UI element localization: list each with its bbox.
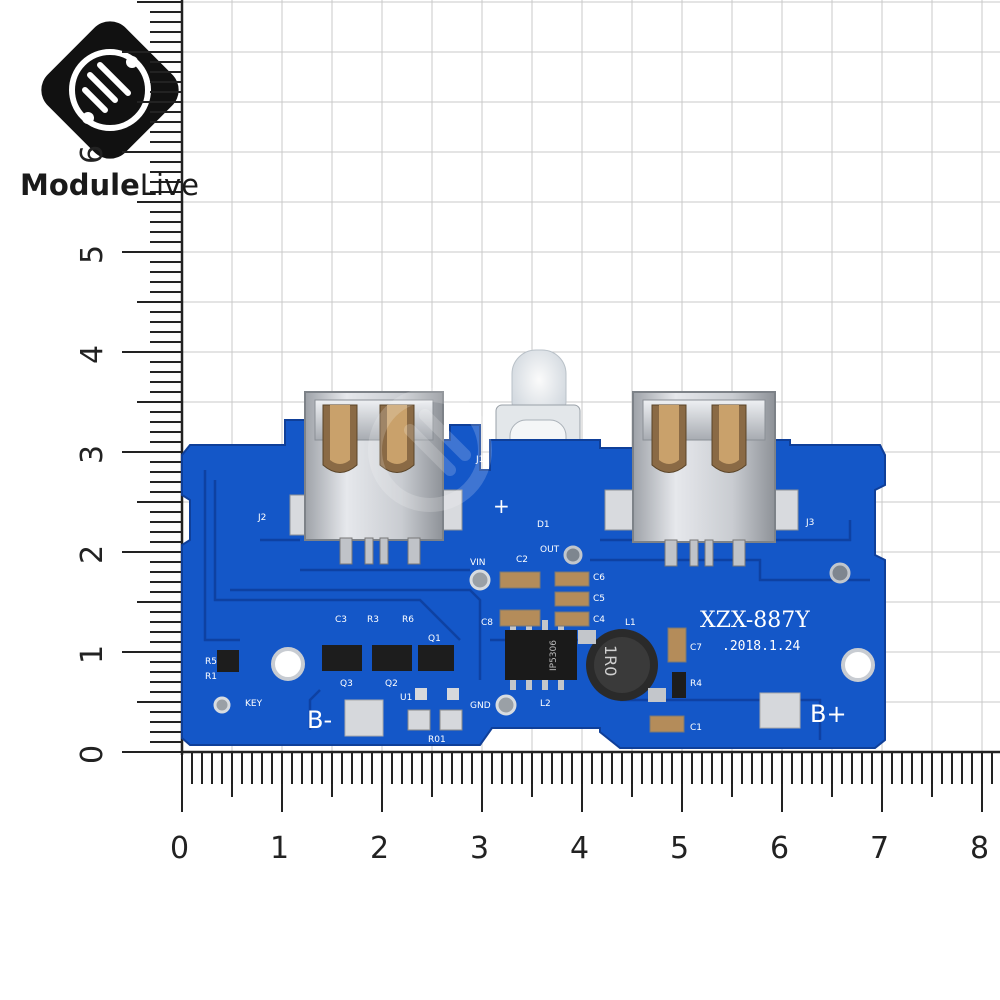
designator-label: R6: [402, 615, 414, 625]
designator-label: C2: [516, 555, 528, 565]
components: [217, 571, 687, 733]
designator-label: VIN: [470, 558, 486, 568]
designator-label: J1: [475, 455, 484, 465]
designator-label: KEY: [245, 699, 263, 709]
designator-label: C1: [690, 723, 702, 733]
watermark-logo: [368, 388, 492, 512]
horizontal-ruler: 0 1 2 3 4 5 6 7 8: [170, 750, 1000, 866]
designator-label: C4: [593, 615, 605, 625]
model-label: XZX-887Y: [700, 608, 810, 633]
silkscreen-labels: XZX-887Y .2018.1.24 B- B+ + 1R0 IP5306: [307, 494, 847, 734]
ruler-x-label: 0: [170, 831, 189, 866]
designator-label: R3: [367, 615, 379, 625]
ruler-x-label: 6: [770, 831, 789, 866]
brand-name-light: Live: [140, 168, 199, 202]
designator-label: D1: [537, 520, 550, 530]
battery-plus-label: B+: [810, 700, 847, 728]
brand-name: ModuleLive: [20, 168, 199, 202]
ruler-y-label: 0: [75, 745, 110, 764]
designator-label: OUT: [540, 545, 560, 555]
designator-label: R4: [690, 679, 702, 689]
designator-label: Q2: [385, 679, 398, 689]
usb-port-right: [604, 391, 799, 567]
ruler-y-label: 5: [75, 245, 110, 264]
designator-label: J2: [257, 513, 266, 523]
designator-label: U1: [400, 693, 412, 703]
brand-logo: [41, 21, 179, 159]
designator-label: Q1: [428, 634, 441, 644]
designator-label: R5: [205, 657, 217, 667]
usb-port-left: [289, 391, 463, 565]
date-label: .2018.1.24: [722, 639, 800, 654]
vertical-ruler: 0 1 2 3 4 5 6: [75, 0, 184, 764]
ruler-x-label: 5: [670, 831, 689, 866]
ruler-y-label: 2: [75, 545, 110, 564]
inductor-marking: 1R0: [601, 645, 620, 676]
ruler-y-label: 3: [75, 445, 110, 464]
ruler-x-label: 8: [970, 831, 989, 866]
designator-label: C5: [593, 594, 605, 604]
designator-label: C7: [690, 643, 702, 653]
ruler-x-label: 4: [570, 831, 589, 866]
designator-label: L2: [540, 699, 551, 709]
ruler-x-label: 7: [870, 831, 889, 866]
ruler-x-label: 2: [370, 831, 389, 866]
plus-mark: +: [493, 494, 510, 518]
battery-minus-label: B-: [307, 706, 332, 734]
ruler-y-label: 4: [75, 345, 110, 364]
designator-label: GND: [470, 701, 491, 711]
designator-label: R1: [205, 672, 217, 682]
ic-marking: IP5306: [549, 640, 559, 671]
designator-label: R01: [428, 735, 446, 745]
ruler-y-label: 6: [75, 145, 110, 164]
ruler-x-label: 1: [270, 831, 289, 866]
designator-label: C6: [593, 573, 605, 583]
ruler-x-label: 3: [470, 831, 489, 866]
brand-name-bold: Module: [20, 168, 140, 202]
designator-label: L1: [625, 618, 636, 628]
designator-label: J3: [805, 518, 814, 528]
designator-label: C3: [335, 615, 347, 625]
designator-label: Q3: [340, 679, 353, 689]
ruler-y-label: 1: [75, 645, 110, 664]
designator-label: C8: [481, 618, 493, 628]
